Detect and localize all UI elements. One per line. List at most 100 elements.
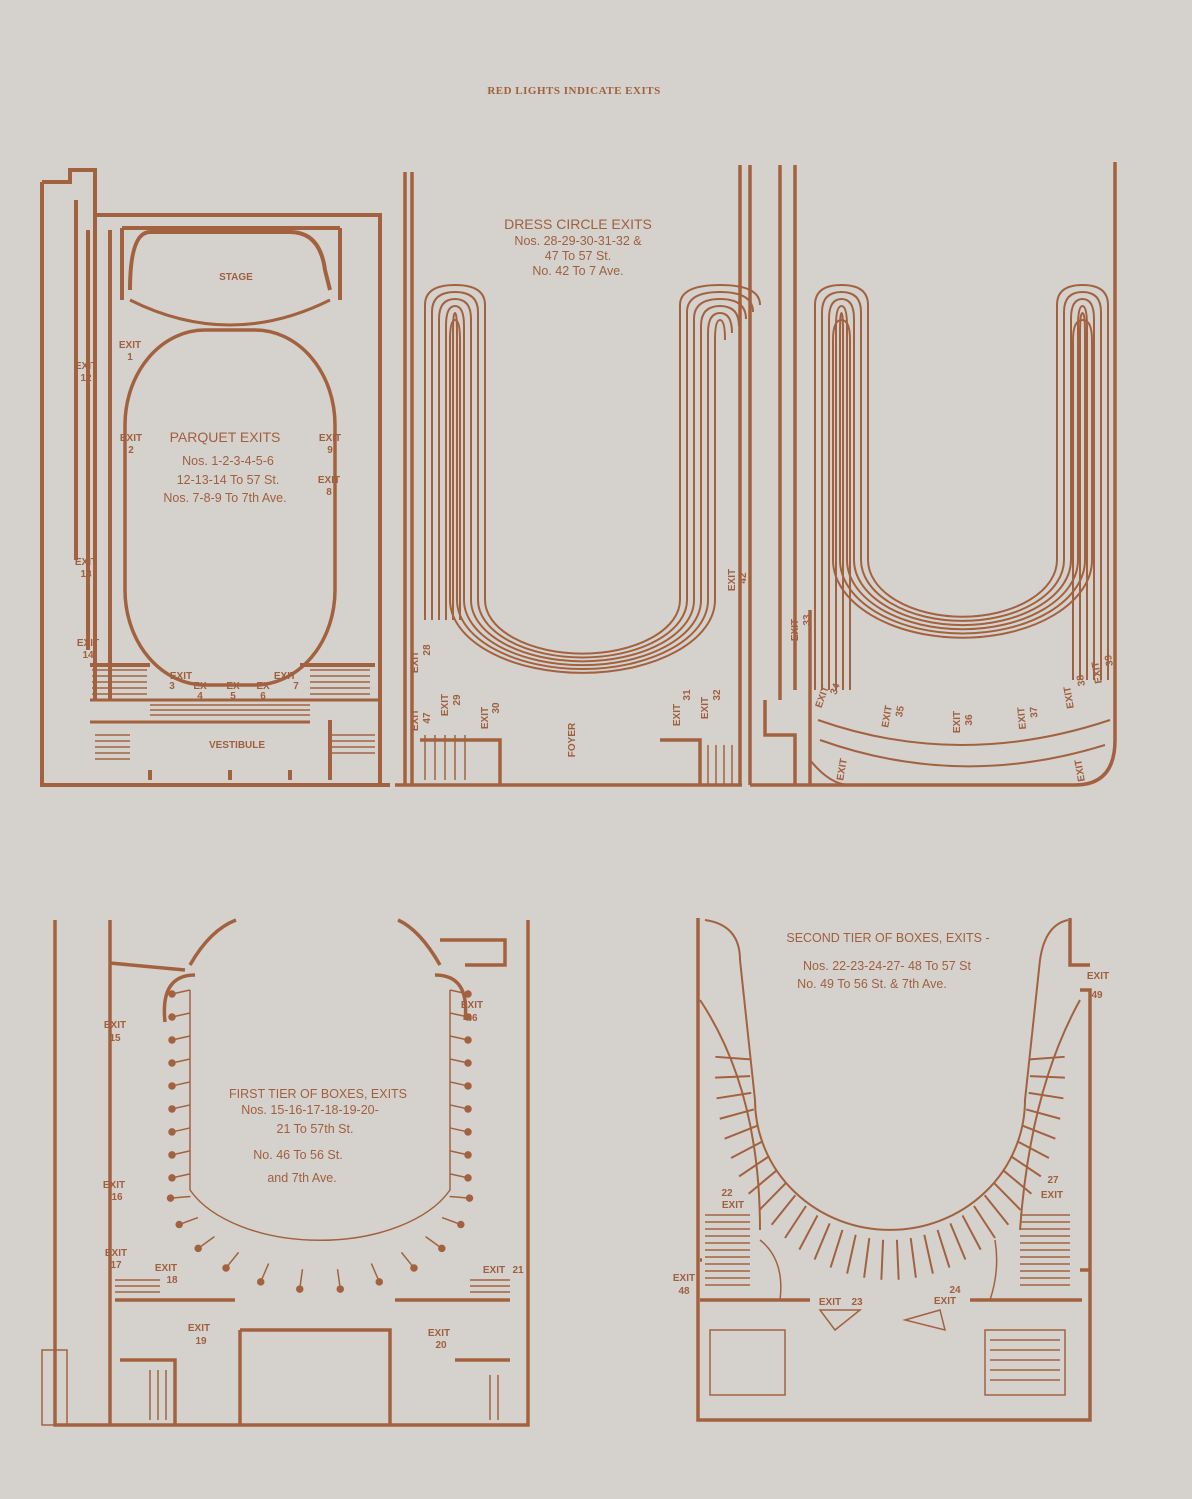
box-partition: [993, 1182, 1022, 1211]
box-partition: [1029, 1055, 1065, 1061]
tier-line: [839, 311, 1086, 690]
box-partition: [1002, 1169, 1033, 1195]
exit-label: 6: [260, 691, 266, 702]
box-marker: [168, 1036, 176, 1044]
first-tier-line-2: 21 To 57th St.: [277, 1122, 354, 1136]
parquet-plan: STAGE VESTIBULE PARQUET EXITS Nos. 1-2-3…: [40, 168, 390, 787]
second-tier-plan: SECOND TIER OF BOXES, EXITS - Nos. 22-23…: [673, 918, 1109, 1422]
box-marker: [256, 1278, 265, 1286]
exit-label: 48: [678, 1286, 690, 1297]
exit-label: 8: [326, 487, 332, 498]
exit-label: EXIT: [700, 697, 711, 719]
box-partition: [1010, 1155, 1042, 1178]
box-partition: [923, 1234, 934, 1274]
first-tier-line-1: Nos. 15-16-17-18-19-20-: [241, 1103, 379, 1117]
exit-label: EXIT: [75, 557, 97, 568]
exit-label: EXIT: [1073, 759, 1088, 783]
second-tier-line-2: No. 49 To 56 St. & 7th Ave.: [797, 977, 947, 991]
exit-label: 19: [195, 1336, 207, 1347]
exit-label: EX: [226, 681, 240, 692]
exit-label: 35: [894, 705, 907, 718]
exit-label: 21: [512, 1265, 524, 1276]
box-partition: [895, 1239, 900, 1280]
exit-label: 47: [422, 712, 433, 724]
exit-label: EXIT: [1041, 1190, 1063, 1201]
exit-label: 31: [682, 689, 693, 701]
exit-label: EXIT: [952, 711, 963, 733]
exit-label: 13: [80, 569, 92, 580]
box-partition: [1021, 1124, 1056, 1140]
exit-label: EXIT: [722, 1200, 744, 1211]
tier-line: [821, 290, 1102, 690]
exit-label: 1: [127, 352, 133, 363]
exit-label: 33: [802, 614, 813, 626]
exit-label: 42: [738, 572, 749, 584]
exit-label: 32: [712, 689, 723, 701]
first-tier-line-4: and 7th Ave.: [267, 1171, 336, 1185]
exit-label: 5: [230, 691, 236, 702]
exit-label: 23: [851, 1297, 863, 1308]
box-marker: [168, 1013, 176, 1021]
box-partition: [1016, 1140, 1050, 1159]
box-marker: [175, 1220, 183, 1229]
vestibule-label: VESTIBULE: [209, 740, 265, 751]
box-partition: [747, 1169, 778, 1195]
box-marker: [464, 1128, 472, 1136]
exit-label: 30: [491, 702, 502, 714]
exit-label: 49: [1091, 990, 1103, 1001]
second-tier-title: SECOND TIER OF BOXES, EXITS -: [786, 931, 989, 945]
exit-label: EXIT: [77, 638, 99, 649]
box-marker: [168, 1151, 176, 1159]
exit-label: EXIT: [105, 1248, 127, 1259]
exit-label: 17: [110, 1260, 122, 1271]
exit-label: 27: [1047, 1175, 1059, 1186]
exit-label: 28: [422, 644, 433, 656]
box-partition: [813, 1223, 831, 1260]
box-partition: [730, 1140, 764, 1159]
parquet-line-1: Nos. 1-2-3-4-5-6: [182, 454, 274, 468]
box-marker: [464, 1059, 472, 1067]
exit-label: EXIT: [461, 1000, 483, 1011]
exit-label: EXIT: [1087, 971, 1109, 982]
stage-label: STAGE: [219, 272, 253, 283]
box-marker: [464, 1151, 472, 1159]
box-rail: [699, 999, 1081, 1231]
exit-label: 22: [721, 1188, 733, 1199]
box-partition: [880, 1239, 885, 1280]
box-partition: [829, 1229, 844, 1268]
box-marker: [168, 1059, 176, 1067]
exit-label: EXIT: [75, 361, 97, 372]
box-marker: [464, 1105, 472, 1113]
box-marker: [438, 1244, 446, 1253]
tier-line: [832, 318, 1093, 690]
box-marker: [222, 1264, 230, 1272]
exit-label: 36: [964, 714, 975, 726]
exit-label: 38: [1075, 674, 1088, 687]
dress-circle-plan: DRESS CIRCLE EXITS Nos. 28-29-30-31-32 &…: [395, 165, 761, 787]
exit-label: 39: [1103, 654, 1116, 667]
exit-label: 34: [829, 682, 843, 697]
exit-label: EXIT: [319, 433, 341, 444]
box-partition: [715, 1075, 751, 1079]
first-tier-title: FIRST TIER OF BOXES, EXITS: [229, 1087, 407, 1101]
box-marker: [336, 1285, 344, 1293]
exit-label: EXIT: [428, 1328, 450, 1339]
box-partition: [949, 1223, 967, 1260]
exit-label: 24: [949, 1285, 961, 1296]
exit-label: EXIT: [835, 758, 850, 782]
exit-label: EXIT: [440, 694, 451, 716]
exit-label: EXIT: [672, 704, 683, 726]
exit-label: EXIT: [814, 685, 832, 710]
exit-label: EXIT: [410, 709, 421, 731]
exit-label: 15: [109, 1033, 121, 1044]
box-marker: [464, 1174, 472, 1182]
box-marker: [168, 1128, 176, 1136]
parquet-title: PARQUET EXITS: [170, 429, 281, 445]
box-partition: [798, 1214, 819, 1251]
tier-line: [431, 290, 754, 659]
exit-label: 16: [111, 1192, 123, 1203]
exit-label: EXIT: [188, 1323, 210, 1334]
